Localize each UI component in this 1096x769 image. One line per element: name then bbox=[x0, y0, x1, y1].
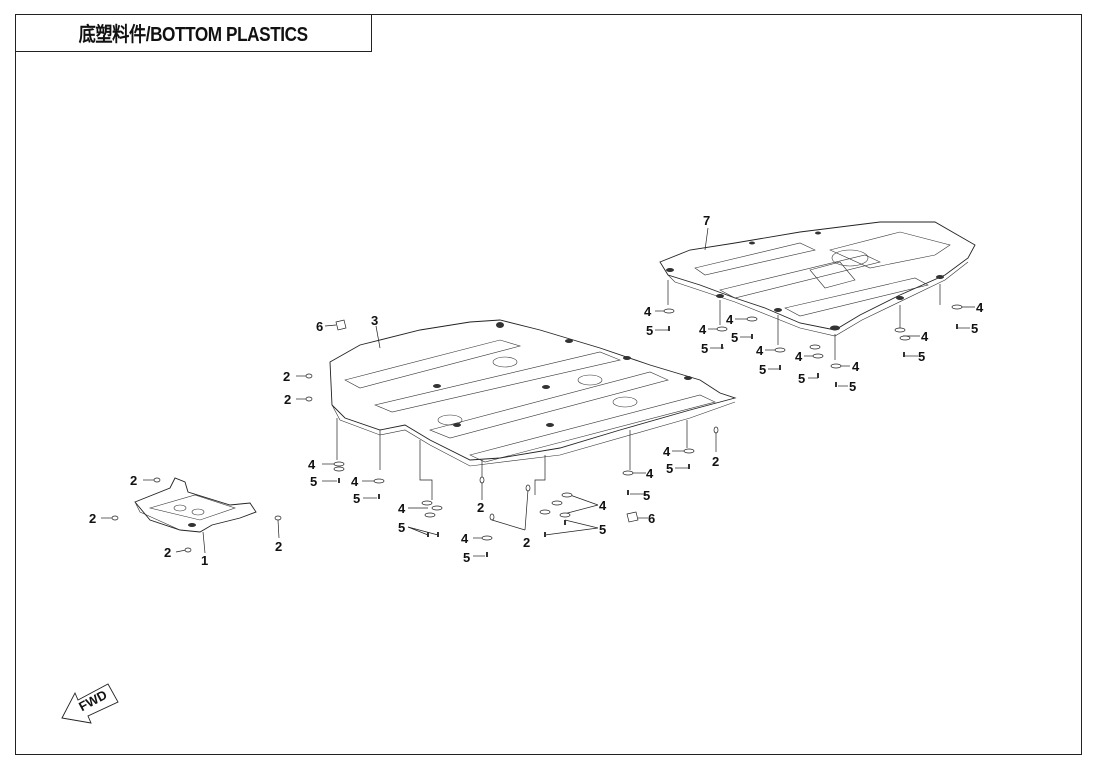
fasteners bbox=[111, 304, 963, 557]
callout-5: 5 bbox=[353, 491, 360, 506]
callout-5: 5 bbox=[849, 379, 856, 394]
callout-7: 7 bbox=[703, 213, 710, 228]
drawing-frame bbox=[15, 14, 1082, 755]
callout-5: 5 bbox=[599, 522, 606, 537]
page-title: 底塑料件/BOTTOM PLASTICS bbox=[78, 24, 308, 46]
callout-5: 5 bbox=[759, 362, 766, 377]
callout-5: 5 bbox=[643, 488, 650, 503]
callout-5: 5 bbox=[971, 321, 978, 336]
callout-4: 4 bbox=[398, 501, 406, 516]
callout-4: 4 bbox=[461, 531, 469, 546]
callout-2: 2 bbox=[283, 369, 290, 384]
callout-4: 4 bbox=[852, 359, 860, 374]
callout-4: 4 bbox=[663, 444, 671, 459]
part-6-clip-lower bbox=[626, 511, 639, 523]
callout-4: 4 bbox=[646, 466, 654, 481]
callout-4: 4 bbox=[756, 343, 764, 358]
callout-4: 4 bbox=[795, 349, 803, 364]
callout-6-lower: 6 bbox=[648, 511, 655, 526]
callout-5: 5 bbox=[398, 520, 405, 535]
callout-2: 2 bbox=[164, 545, 171, 560]
callout-4: 4 bbox=[351, 474, 359, 489]
callout-5: 5 bbox=[701, 341, 708, 356]
callout-2: 2 bbox=[130, 473, 137, 488]
callout-labels: 7 3 6 6 1 2 2 2 2 2 2 2 2 2 4 5 4 5 4 5 … bbox=[89, 213, 984, 568]
callout-4: 4 bbox=[921, 329, 929, 344]
part-6-clip-upper bbox=[335, 319, 347, 331]
callout-1: 1 bbox=[201, 553, 208, 568]
callout-5: 5 bbox=[918, 349, 925, 364]
callout-2: 2 bbox=[275, 539, 282, 554]
callout-5: 5 bbox=[646, 323, 653, 338]
callout-4: 4 bbox=[726, 312, 734, 327]
title-box: 底塑料件/BOTTOM PLASTICS bbox=[15, 14, 372, 52]
callout-4: 4 bbox=[976, 300, 984, 315]
callout-4: 4 bbox=[599, 498, 607, 513]
fwd-arrow-indicator: FWD bbox=[61, 683, 119, 724]
callout-5: 5 bbox=[310, 474, 317, 489]
callout-5: 5 bbox=[798, 371, 805, 386]
callout-4: 4 bbox=[308, 457, 316, 472]
callout-2: 2 bbox=[477, 500, 484, 515]
callout-2: 2 bbox=[284, 392, 291, 407]
callout-4: 4 bbox=[699, 322, 707, 337]
callout-6-upper: 6 bbox=[316, 319, 323, 334]
part-7-rear-skid-plate bbox=[659, 221, 976, 337]
part-1-front-bracket bbox=[134, 477, 257, 533]
callout-3: 3 bbox=[371, 313, 378, 328]
callout-5: 5 bbox=[666, 461, 673, 476]
callout-2: 2 bbox=[712, 454, 719, 469]
part-3-center-skid-plate bbox=[329, 319, 737, 467]
callout-2: 2 bbox=[89, 511, 96, 526]
callout-5: 5 bbox=[731, 330, 738, 345]
callout-4: 4 bbox=[644, 304, 652, 319]
callout-5: 5 bbox=[463, 550, 470, 565]
callout-2: 2 bbox=[523, 535, 530, 550]
